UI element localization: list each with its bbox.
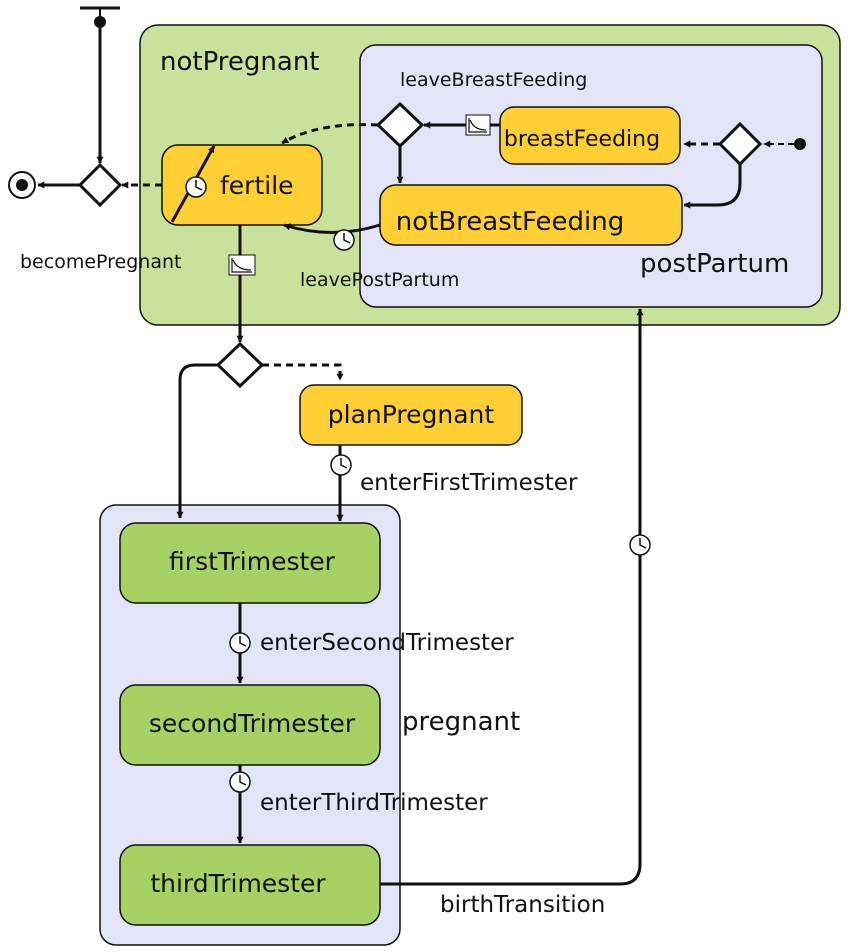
initial-pseudostate-icon[interactable]: [94, 16, 106, 28]
branch-diamond-icon[interactable]: [77, 162, 123, 208]
pregnancy-branch-diamond-icon[interactable]: [215, 341, 265, 389]
become-pregnant-label: becomePregnant: [20, 251, 181, 273]
leave-post-partum-transition: [283, 223, 381, 234]
first-trimester-label: firstTrimester: [169, 547, 336, 576]
clock-hands: [239, 636, 247, 647]
post-partum-label: postPartum: [640, 249, 789, 279]
enter-third-trimester-label: enterThirdTrimester: [260, 790, 488, 816]
not-breast-feeding-state[interactable]: [379, 184, 683, 246]
rate-curve-shape: [231, 258, 252, 273]
birth-transition: [380, 308, 644, 886]
branch-to-not-breast-feeding-transition: [683, 164, 742, 209]
second-trimester-label: secondTrimester: [149, 709, 356, 738]
clock-hands: [340, 458, 348, 469]
clock-hands: [343, 233, 351, 244]
diamond-to-fertile-transition: [281, 123, 379, 145]
enter-first-trimester-label: enterFirstTrimester: [360, 470, 578, 496]
branch-to-plan-pregnant-transition: [262, 363, 344, 381]
not-pregnant-label: notPregnant: [160, 47, 320, 77]
plan-pregnant-label: planPregnant: [328, 400, 495, 429]
final-state-dot: [16, 179, 28, 191]
branch-to-first-trimester-transition: [176, 363, 218, 519]
post-partum-initial-icon[interactable]: [794, 138, 806, 150]
third-trimester-label: thirdTrimester: [150, 869, 326, 898]
enter-second-trimester-label: enterSecondTrimester: [260, 630, 514, 656]
second-trimester-state[interactable]: [119, 684, 381, 766]
breast-feeding-label: breastFeeding: [504, 127, 660, 152]
first-trimester-state[interactable]: [119, 522, 381, 604]
fertile-label: fertile: [220, 171, 294, 200]
not-breast-feeding-label: notBreastFeeding: [396, 207, 624, 237]
breast-feeding-state[interactable]: [499, 106, 681, 165]
birth-transition-label: birthTransition: [440, 892, 605, 918]
rate-curve-shape: [468, 118, 487, 133]
leave-post-partum-label: leavePostPartum: [300, 269, 459, 291]
clock-hands: [195, 180, 203, 191]
leave-breast-feeding-label: leaveBreastFeeding: [400, 69, 587, 91]
plan-pregnant-state[interactable]: [299, 384, 523, 446]
clock-hands: [639, 538, 647, 549]
clock-hands: [239, 775, 247, 786]
pregnant-label: pregnant: [402, 707, 520, 737]
